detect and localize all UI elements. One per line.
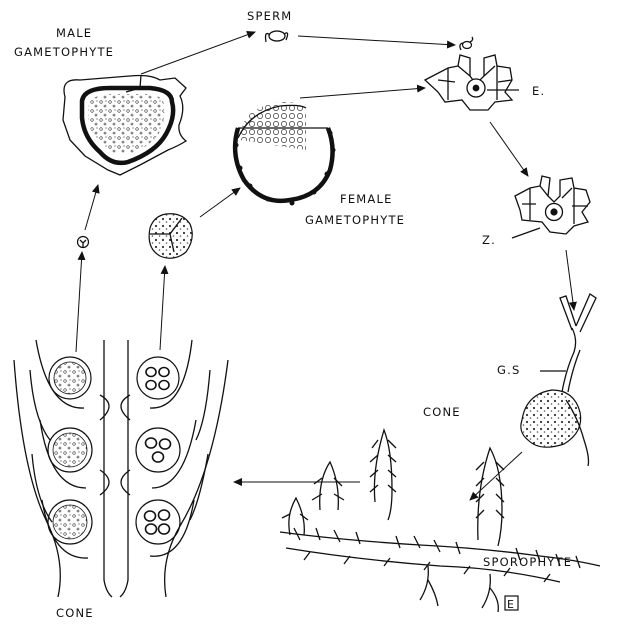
corner-mark-text: E [507, 598, 514, 611]
label-female-line1: FEMALE [340, 192, 393, 206]
female-gametophyte [234, 102, 336, 206]
arrow-cone-to-large-spore [160, 266, 165, 350]
cone-section [14, 340, 228, 597]
label-female-line2: GAMETOPHYTE [305, 213, 405, 227]
egg-cell [425, 55, 519, 110]
arrow-egg-to-zygote [490, 122, 528, 176]
label-gs: G.S [497, 363, 520, 377]
label-cone-bottom: CONE [56, 606, 94, 620]
sperm-small-icon [460, 37, 473, 50]
small-spore [78, 237, 89, 248]
arrow-gs-to-sporophyte [470, 452, 522, 500]
arrow-male-to-sperm [141, 32, 255, 74]
arrow-large-spore-to-female [200, 188, 240, 217]
arrow-female-to-egg [300, 88, 425, 98]
sporophyte-plant [280, 430, 600, 612]
young-sporophyte [521, 294, 596, 466]
corner-mark: E [505, 596, 518, 611]
label-sperm: SPERM [247, 9, 292, 23]
zygote-cell [512, 176, 590, 238]
arrow-cone-to-small-spore [76, 252, 82, 352]
arrow-small-spore-to-male [85, 185, 98, 230]
label-cone-top: CONE [423, 405, 461, 419]
male-gametophyte [63, 75, 186, 175]
arrow-sperm-to-egg [298, 36, 455, 45]
sperm-icon [266, 31, 288, 42]
label-egg: E. [532, 84, 545, 98]
label-male-line1: MALE [56, 26, 92, 40]
label-male-line2: GAMETOPHYTE [14, 45, 114, 59]
large-spore [149, 214, 192, 259]
label-zygote: Z. [482, 233, 496, 247]
